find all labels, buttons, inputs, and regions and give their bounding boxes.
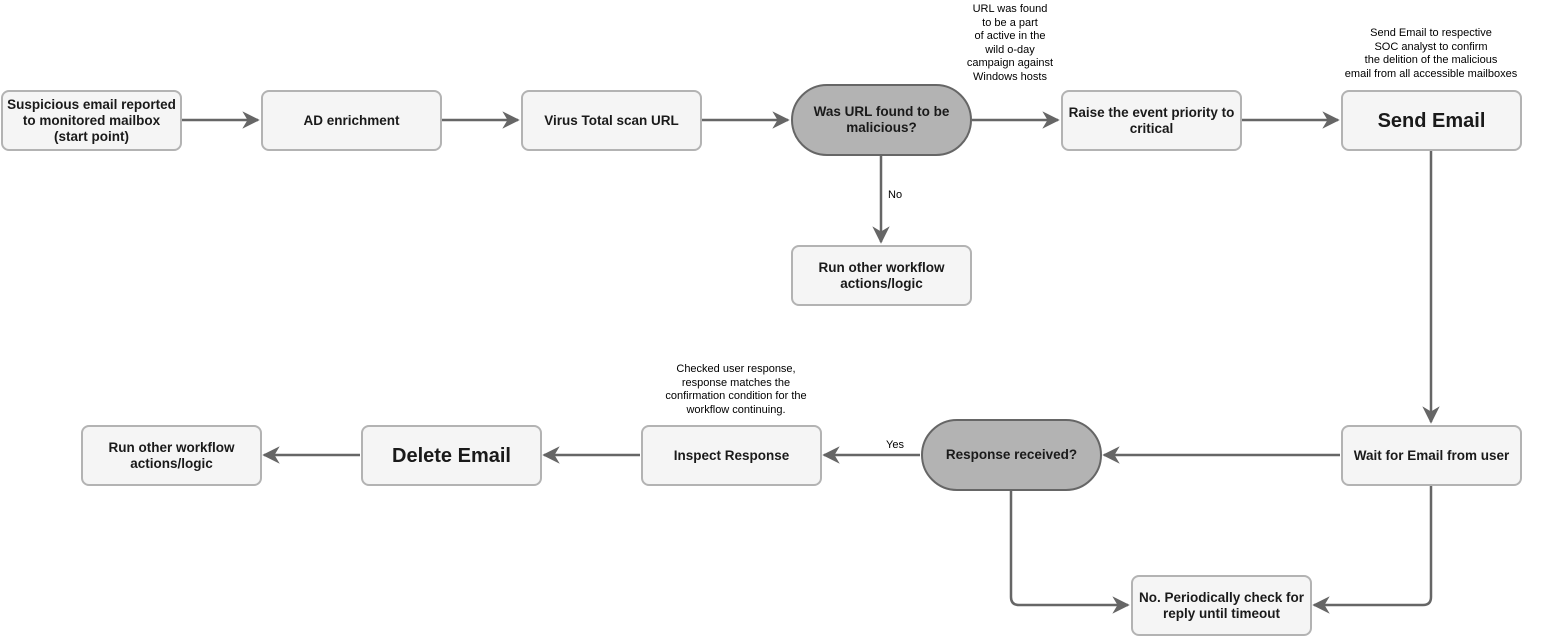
url-campaign-note: URL was found to be a part of active in … <box>940 3 1080 85</box>
checked-response-note: Checked user response, response matches … <box>636 363 836 417</box>
edge-label-yes: Yes <box>886 439 904 451</box>
note-line: to be a part <box>982 16 1038 29</box>
wait-for-email-node: Wait for Email from user <box>1341 425 1522 486</box>
note-line: email from all accessible mailboxes <box>1344 67 1518 80</box>
periodic-check-node: No. Periodically check for reply until t… <box>1131 575 1312 636</box>
suspicious-email-node: Suspicious email reported to monitored m… <box>1 90 182 151</box>
run-other-workflow-bottom: Run other workflow actions/logic <box>81 425 262 486</box>
note-line: workflow continuing. <box>686 403 786 416</box>
note-line: URL was found <box>972 3 1048 15</box>
raise-priority-node: Raise the event priority to critical <box>1061 90 1242 151</box>
virustotal-scan-node: Virus Total scan URL <box>521 90 702 151</box>
edge-response-to-periodic <box>1009 491 1130 614</box>
ad-enrichment-node: AD enrichment <box>261 90 442 151</box>
note-line: SOC analyst to confirm <box>1374 40 1488 53</box>
send-email-node: Send Email <box>1341 90 1522 151</box>
run-other-workflow-top: Run other workflow actions/logic <box>791 245 972 306</box>
note-line: confirmation condition for the <box>665 390 807 403</box>
edge-wait-to-periodic <box>1312 486 1433 614</box>
note-line: Checked user response, <box>676 363 796 375</box>
inspect-response-node: Inspect Response <box>641 425 822 486</box>
note-line: response matches the <box>681 376 791 389</box>
note-line: of active in the <box>974 30 1046 43</box>
edge-label-no: No <box>888 189 903 201</box>
note-line: Windows hosts <box>973 70 1047 83</box>
response-received-decision: Response received? <box>921 419 1102 491</box>
delete-email-node: Delete Email <box>361 425 542 486</box>
send-email-note: Send Email to respective SOC analyst to … <box>1320 27 1542 81</box>
note-line: wild o-day <box>985 43 1035 56</box>
note-line: the delition of the malicious <box>1364 54 1498 67</box>
url-malicious-decision: Was URL found to be malicious? <box>791 84 972 156</box>
note-line: Send Email to respective <box>1370 27 1492 39</box>
note-line: campaign against <box>966 57 1054 70</box>
